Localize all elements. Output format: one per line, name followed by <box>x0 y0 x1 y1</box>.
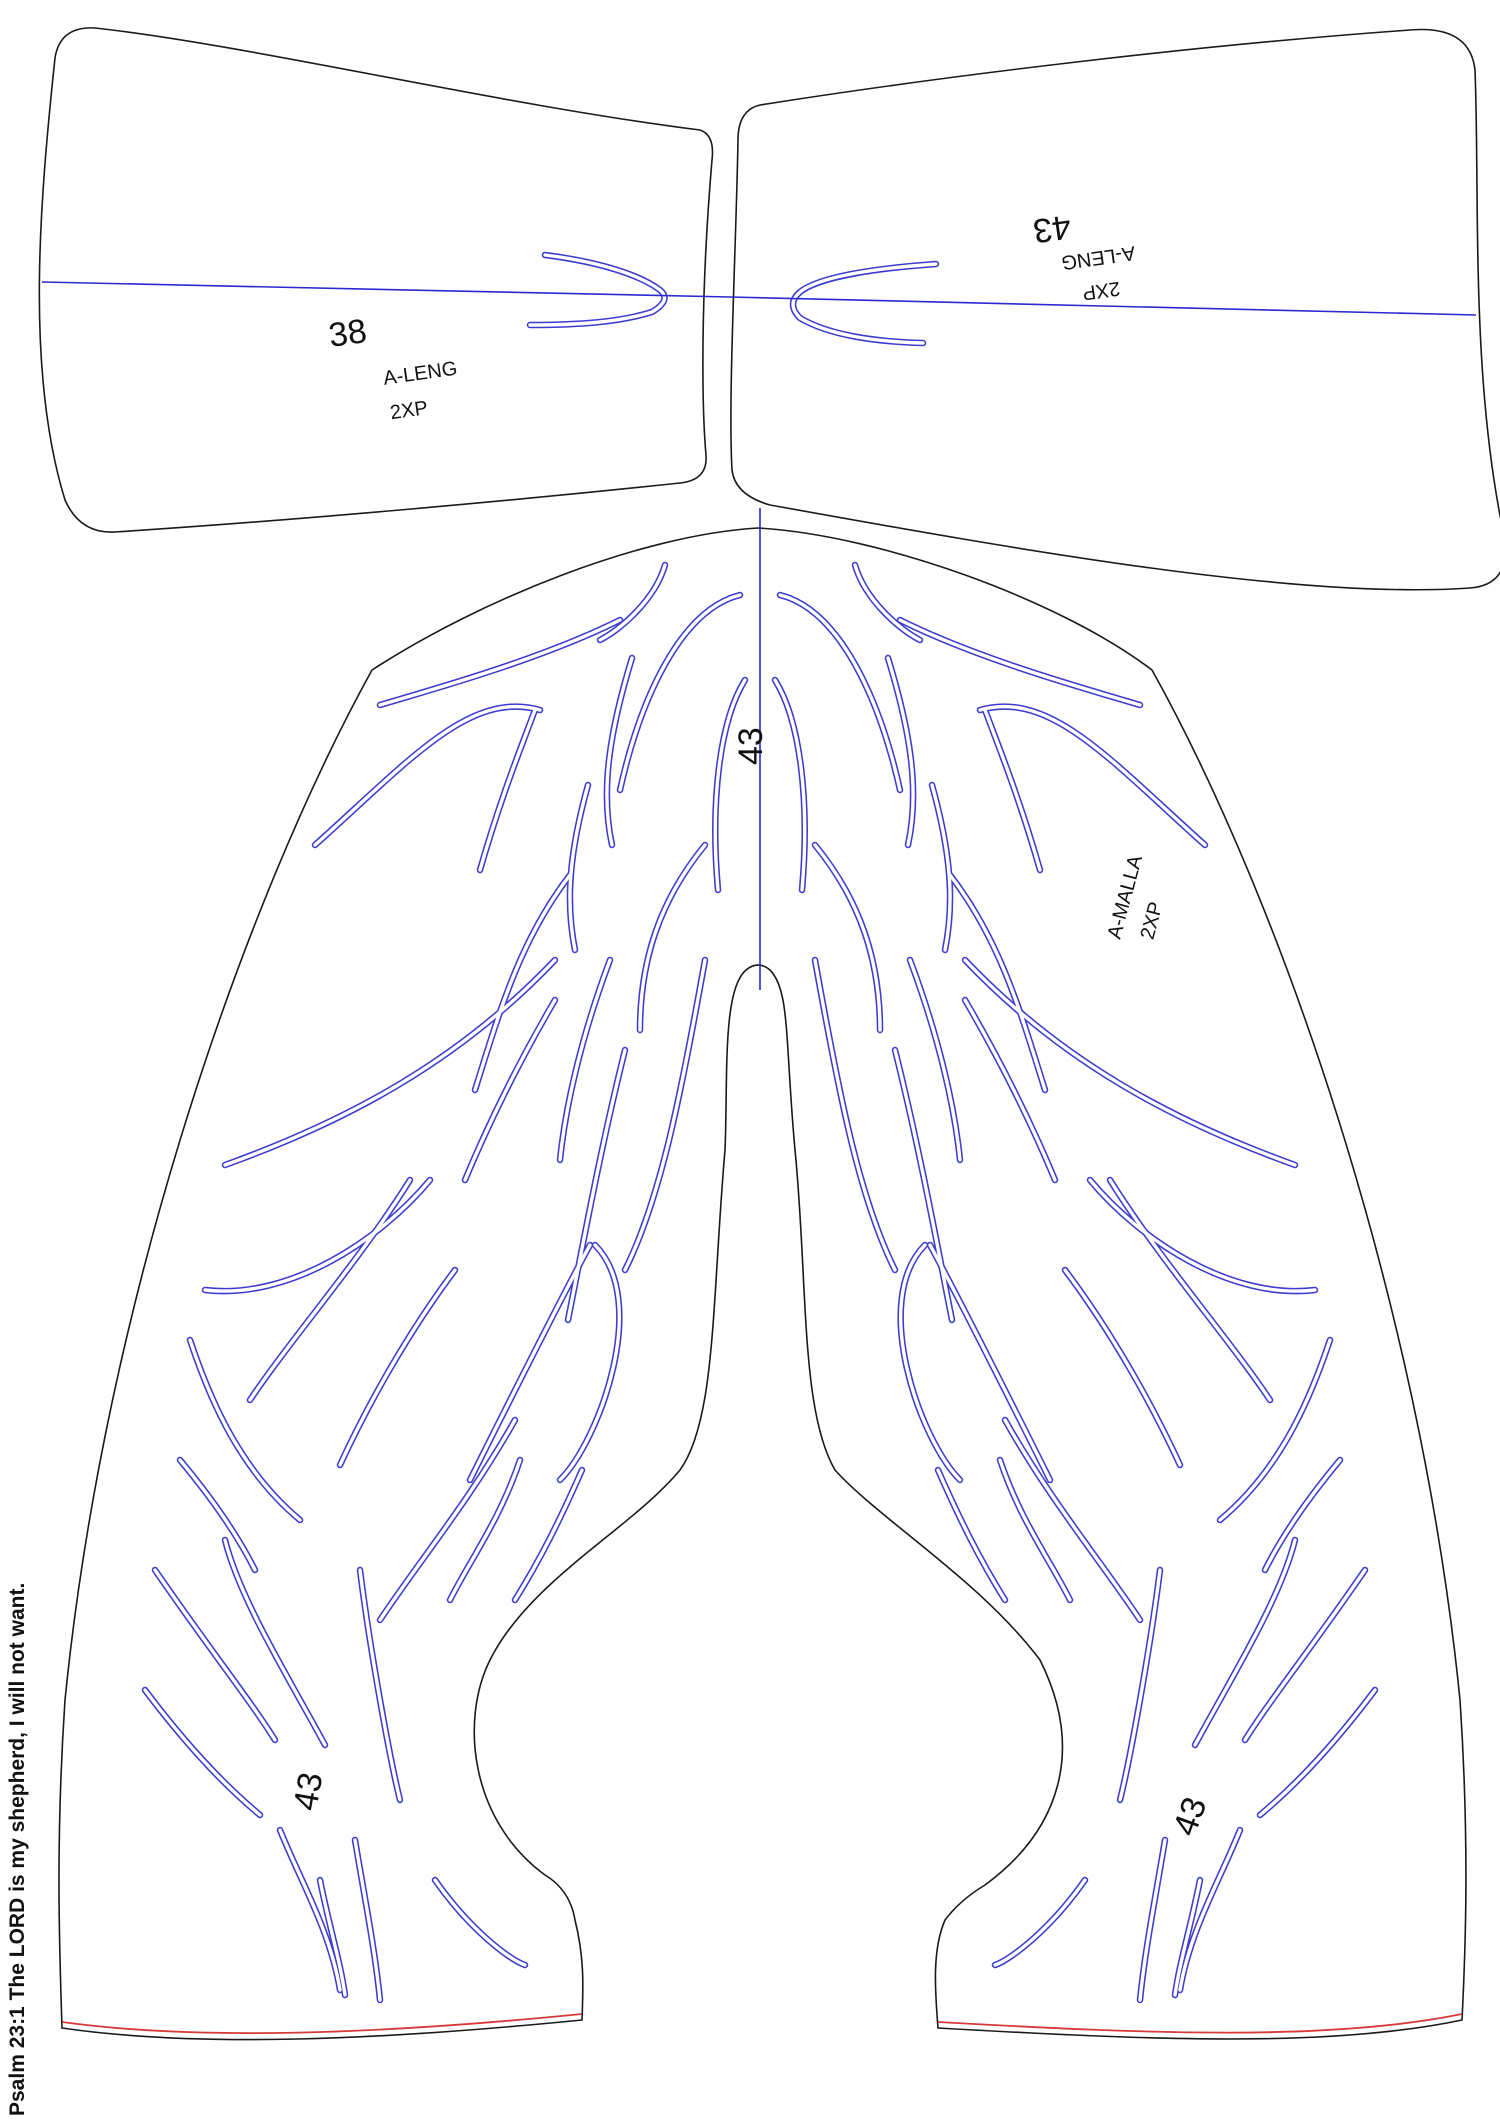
pants-center-size-label: 43 <box>732 727 770 765</box>
pants-piece <box>58 508 1467 2041</box>
front-right-size-label: 43 <box>1031 207 1074 250</box>
pants-qty-label: 2XP <box>1137 900 1168 942</box>
front-right-outline <box>730 28 1500 591</box>
front-right-guide-line <box>729 296 1477 316</box>
pants-grooves <box>141 561 1379 2004</box>
footer-verse: Psalm 23:1 The LORD is my shepherd, I wi… <box>6 1583 29 2116</box>
pants-hem-left <box>61 2013 583 2035</box>
front-left-size-label: 38 <box>326 312 369 355</box>
front-left-piece <box>38 27 731 533</box>
front-left-outline <box>38 27 714 533</box>
front-right-grooves <box>789 260 940 347</box>
front-left-guide-line <box>41 281 731 298</box>
pants-hem-right <box>937 2013 1463 2034</box>
pants-outline <box>58 527 1467 2041</box>
pants-name-labels: A-MALLA 2XP <box>1104 852 1168 942</box>
front-right-qty-label: 2XP <box>1081 277 1122 304</box>
front-left-labels: 38 A-LENG 2XP <box>326 312 459 424</box>
front-right-name-label: A-LENG <box>1060 241 1137 273</box>
front-right-piece <box>729 28 1500 591</box>
front-left-qty-label: 2XP <box>389 397 430 424</box>
pants-right-leg-size-label: 43 <box>1166 1792 1215 1841</box>
front-right-labels: 43 A-LENG 2XP <box>1031 207 1137 304</box>
front-left-grooves <box>526 251 668 329</box>
front-left-name-label: A-LENG <box>382 358 459 390</box>
pants-left-leg-size-label: 43 <box>286 1770 330 1814</box>
